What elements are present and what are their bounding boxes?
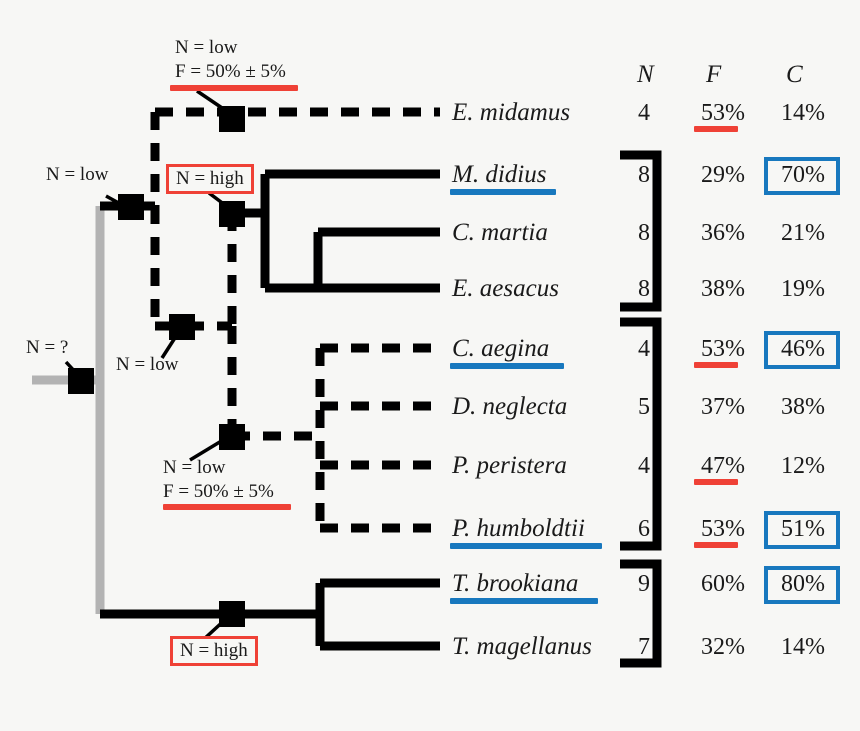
leader-nodeB — [160, 329, 182, 359]
taxon-label: E. midamus — [452, 99, 571, 126]
taxon-f-value: 53% — [701, 100, 745, 126]
red-underline-f-value — [694, 479, 738, 485]
node-marker-b — [169, 314, 195, 340]
taxon-label: C. martia — [452, 219, 548, 246]
taxon-n-value: 8 — [638, 220, 650, 246]
taxon-c-value: 51% — [781, 516, 825, 542]
taxon-n-value: 8 — [638, 162, 650, 188]
taxon-label: P. peristera — [452, 452, 567, 479]
taxon-label: T. brookiana — [452, 570, 579, 597]
annotation-line1: N = low — [175, 37, 238, 58]
taxon-c-value: 46% — [781, 336, 825, 362]
annotation-node-bottom-high: N = high — [170, 636, 258, 666]
red-underline-f-value — [694, 126, 738, 132]
annotation-line1: N = low — [163, 457, 226, 478]
leader-polytomy — [189, 435, 229, 462]
taxon-n-value: 4 — [638, 453, 650, 479]
node-markers — [68, 106, 245, 627]
taxon-f-value: 32% — [701, 634, 745, 660]
taxon-n-value: 7 — [638, 634, 650, 660]
taxon-label: T. magellanus — [452, 633, 592, 660]
leader-nodeA — [105, 194, 127, 209]
taxon-c-value: 12% — [781, 453, 825, 479]
bracket-middle-clade — [620, 317, 662, 551]
taxon-c-value: 14% — [781, 634, 825, 660]
annotation-node-upper-high: N = high — [166, 164, 254, 194]
taxon-label: E. aesacus — [452, 275, 559, 302]
taxon-c-value: 80% — [781, 571, 825, 597]
annotation-node-poly-low-f50: N = low F = 50% ± 5% — [163, 456, 274, 504]
taxon-label: D. neglecta — [452, 393, 568, 420]
taxon-f-value: 36% — [701, 220, 745, 246]
taxon-f-value: 37% — [701, 394, 745, 420]
node-marker-polytomy — [219, 424, 245, 450]
taxon-label: C. aegina — [452, 335, 550, 362]
red-underline-f-value — [694, 362, 738, 368]
column-header-f: F — [706, 61, 722, 88]
column-header-c: C — [786, 61, 803, 88]
taxon-c-value: 70% — [781, 162, 825, 188]
clade-brackets — [620, 150, 662, 668]
taxon-n-value: 4 — [638, 336, 650, 362]
red-underline-top-annotation — [170, 85, 298, 91]
taxon-label: P. humboldtii — [452, 515, 585, 542]
bracket-lower-clade — [620, 559, 662, 668]
taxon-n-value: 5 — [638, 394, 650, 420]
annotation-line2: F = 50% ± 5% — [163, 480, 274, 502]
taxon-n-value: 9 — [638, 571, 650, 597]
taxon-n-value: 4 — [638, 100, 650, 126]
node-marker-a — [118, 194, 144, 220]
blue-box-c-value — [764, 157, 840, 195]
blue-box-c-value — [764, 566, 840, 604]
blue-box-c-value — [764, 511, 840, 549]
taxon-n-value: 6 — [638, 516, 650, 542]
taxon-c-value: 14% — [781, 100, 825, 126]
taxon-label: M. didius — [452, 161, 547, 188]
taxon-f-value: 47% — [701, 453, 745, 479]
red-underline-polytomy-annotation — [163, 504, 291, 510]
annotation-node-top-low-f50: N = low F = 50% ± 5% — [175, 36, 286, 84]
taxon-f-value: 29% — [701, 162, 745, 188]
taxon-c-value: 38% — [781, 394, 825, 420]
blue-underline-taxon — [450, 189, 556, 195]
taxon-c-value: 21% — [781, 220, 825, 246]
leader-root — [64, 360, 80, 377]
annotation-node-mid-low: N = low — [116, 354, 179, 375]
blue-underline-taxon — [450, 363, 564, 369]
taxon-c-value: 19% — [781, 276, 825, 302]
taxon-n-value: 8 — [638, 276, 650, 302]
annotation-node-a-low: N = low — [46, 164, 109, 185]
blue-underline-taxon — [450, 543, 602, 549]
leader-upper-high — [207, 191, 231, 210]
blue-box-c-value — [764, 331, 840, 369]
annotation-line2: F = 50% ± 5% — [175, 60, 286, 82]
taxon-f-value: 53% — [701, 336, 745, 362]
red-underline-f-value — [694, 542, 738, 548]
taxon-f-value: 53% — [701, 516, 745, 542]
bracket-upper-clade — [620, 150, 662, 312]
annotation-root-unknown: N = ? — [26, 337, 69, 358]
blue-underline-taxon — [450, 598, 598, 604]
node-marker-root — [68, 368, 94, 394]
taxon-f-value: 60% — [701, 571, 745, 597]
leader-top — [196, 89, 229, 114]
column-header-n: N — [637, 61, 654, 88]
taxon-f-value: 38% — [701, 276, 745, 302]
